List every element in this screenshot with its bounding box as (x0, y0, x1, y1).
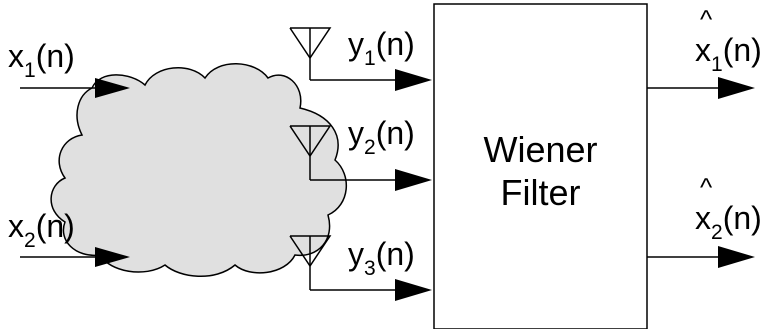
sensor-label-y2: y2(n) (348, 115, 415, 159)
output-hat-2: ^ (700, 172, 713, 202)
antenna-icon (289, 235, 332, 290)
filter-label-line1: Wiener (483, 129, 598, 170)
output-label-xhat1: x1(n) (695, 32, 762, 76)
input-label-x1: x1(n) (8, 38, 75, 82)
antenna-icon (289, 27, 332, 80)
sensor-label-y1: y1(n) (348, 26, 415, 70)
arrow-head-icon (718, 246, 755, 268)
wiener-filter-box (433, 3, 648, 329)
sensor-label-y3: y3(n) (348, 236, 415, 280)
mixing-cloud (50, 63, 348, 277)
arrow-head-icon (395, 279, 432, 301)
arrow-head-icon (718, 77, 755, 99)
filter-label-line2: Filter (500, 172, 581, 214)
arrow-head-icon (395, 169, 432, 191)
arrow-head-icon (395, 69, 432, 91)
output-label-xhat2: x2(n) (695, 200, 762, 244)
output-hat-1: ^ (700, 4, 713, 34)
antenna-icon (289, 125, 332, 180)
arrow-head-icon (95, 78, 130, 98)
input-label-x2: x2(n) (8, 208, 75, 252)
wiener-filter-label: Wiener Filter (434, 128, 647, 214)
arrow-head-icon (95, 247, 130, 267)
